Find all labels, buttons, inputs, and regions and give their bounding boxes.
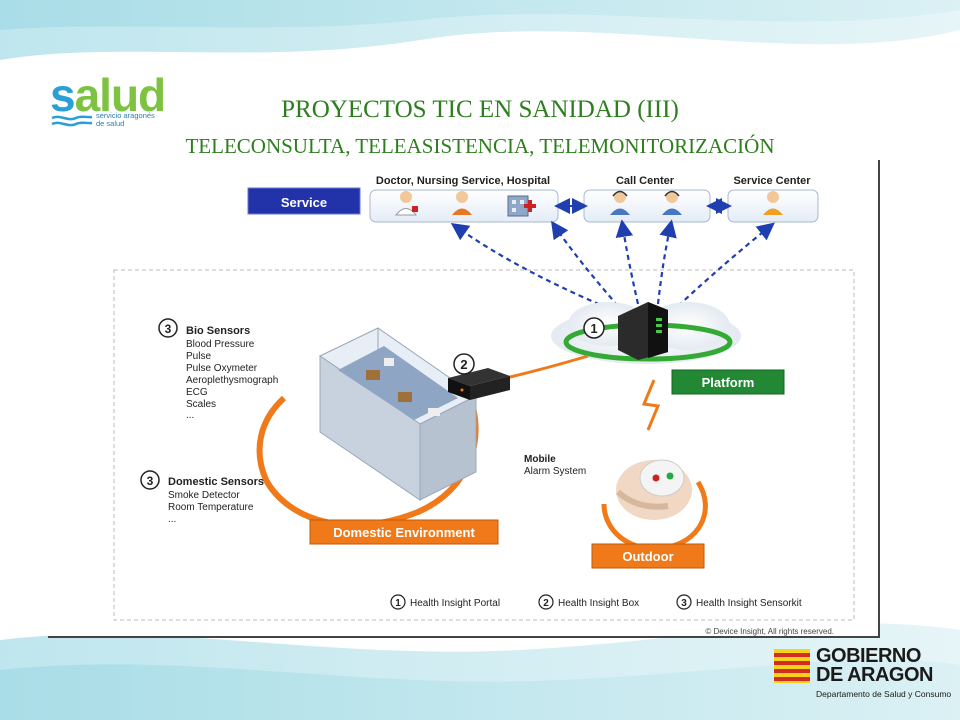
svg-text:2: 2 <box>460 357 467 372</box>
svg-text:3: 3 <box>165 322 172 336</box>
insight-box-device <box>448 368 510 400</box>
svg-text:...: ... <box>186 410 194 421</box>
domestic-sensors-list: 3 Domestic Sensors Smoke Detector Room T… <box>140 470 264 525</box>
group-service-center-label: Service Center <box>733 175 811 187</box>
bio-sensors-title: Bio Sensors <box>186 325 250 337</box>
telehealth-diagram: Service Doctor, Nursing Service, Hospita… <box>113 175 855 636</box>
page-subtitle: TELECONSULTA, TELEASISTENCIA, TELEMONITO… <box>185 134 775 158</box>
logo-subtitle: servicio aragonés de salud <box>96 111 155 128</box>
mobile-alarm-text: Mobile Alarm System <box>524 454 586 477</box>
svg-text:Smoke Detector: Smoke Detector <box>168 490 240 501</box>
salud-logo: salud servicio aragonés de salud <box>50 69 170 132</box>
platform-number-badge: 1 <box>583 317 605 339</box>
server-icon <box>618 302 668 360</box>
svg-text:2: 2 <box>543 598 549 609</box>
call-agent-icon <box>610 190 630 215</box>
page-title: PROYECTOS TIC EN SANIDAD (III) <box>281 96 679 123</box>
outdoor-label: Outdoor <box>622 549 673 564</box>
service-label-box: Service <box>247 187 361 215</box>
legend-item: Health Insight Sensorkit <box>696 598 802 609</box>
svg-text:Scales: Scales <box>186 399 216 410</box>
service-agent-icon <box>763 191 783 215</box>
doctor-icon <box>394 191 418 216</box>
platform-label-box: Platform <box>671 369 785 395</box>
group-call-center-label: Call Center <box>616 175 675 187</box>
group-service-center: Service Center <box>727 175 819 223</box>
gobierno-line3: Departamento de Salud y Consumo <box>816 689 952 699</box>
legend-item: Health Insight Box <box>558 598 639 609</box>
svg-text:Mobile: Mobile <box>524 454 556 465</box>
call-agent-icon <box>662 190 682 215</box>
svg-text:...: ... <box>168 514 176 525</box>
hospital-icon <box>507 195 536 217</box>
copyright: © Device Insight, All rights reserved. <box>705 627 834 636</box>
group-call-center: Call Center <box>583 175 711 223</box>
box-platform-link <box>505 354 589 380</box>
platform-label: Platform <box>702 375 755 390</box>
svg-text:Room Temperature: Room Temperature <box>168 502 254 513</box>
domestic-environment-label-box: Domestic Environment <box>309 519 499 545</box>
svg-text:ECG: ECG <box>186 387 208 398</box>
apartment-illustration <box>319 327 477 501</box>
svg-text:Pulse: Pulse <box>186 351 211 362</box>
legend: 1 Health Insight Portal 2 Health Insight… <box>390 594 802 610</box>
environment-dashed-frame <box>113 269 855 621</box>
gobierno-line2: DE ARAGON <box>816 664 933 686</box>
svg-text:1: 1 <box>395 598 401 609</box>
logo-wave-icon <box>51 115 93 127</box>
diagram-frame: Service Doctor, Nursing Service, Hospita… <box>48 160 880 638</box>
svg-text:Alarm System: Alarm System <box>524 466 586 477</box>
outdoor-label-box: Outdoor <box>591 543 705 569</box>
alarm-device-illustration <box>615 459 692 520</box>
legend-item: Health Insight Portal <box>410 598 500 609</box>
svg-text:Blood Pressure: Blood Pressure <box>186 339 255 350</box>
bio-sensors-list: 3 Bio Sensors Blood Pressure Pulse Pulse… <box>158 318 278 421</box>
domestic-sensors-title: Domestic Sensors <box>168 476 264 488</box>
aragon-flag-icon <box>774 649 810 683</box>
wireless-signal-icon <box>641 379 661 431</box>
svg-text:3: 3 <box>147 474 154 488</box>
svg-text:Pulse Oxymeter: Pulse Oxymeter <box>186 363 258 374</box>
logo-wordmark: salud <box>50 69 166 121</box>
box-number-badge: 2 <box>453 353 475 375</box>
platform-connection-arrows <box>450 219 775 310</box>
group-doctor-hospital-label: Doctor, Nursing Service, Hospital <box>376 175 550 187</box>
domestic-environment-label: Domestic Environment <box>333 525 475 540</box>
svg-text:Aeroplethysmograph: Aeroplethysmograph <box>186 375 278 386</box>
gobierno-line1: GOBIERNO <box>816 645 921 667</box>
svg-text:1: 1 <box>590 321 597 336</box>
service-label: Service <box>281 195 327 210</box>
nurse-icon <box>452 191 472 215</box>
gobierno-aragon-logo: GOBIERNO DE ARAGON Departamento de Salud… <box>774 645 954 705</box>
svg-text:3: 3 <box>681 598 687 609</box>
group-doctor-hospital: Doctor, Nursing Service, Hospital <box>369 175 559 223</box>
